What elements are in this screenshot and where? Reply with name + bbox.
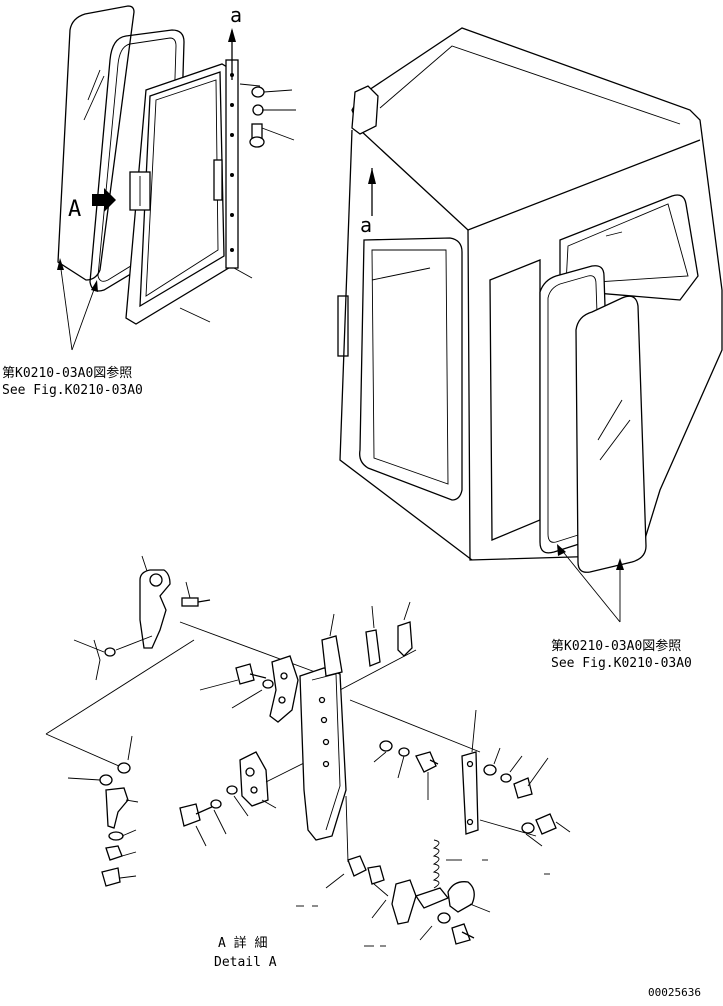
arrow-a-top: a	[228, 3, 242, 80]
detail-nuts	[296, 855, 389, 907]
detail-washers-center	[373, 740, 439, 800]
arrow-a-cab: a	[360, 168, 376, 237]
svg-text:第K0210-03A0図参照: 第K0210-03A0図参照	[551, 638, 681, 654]
svg-text:Detail A: Detail A	[214, 955, 277, 970]
door-hinge-parts	[179, 83, 296, 323]
svg-text:a: a	[230, 3, 242, 27]
detail-hinge-assembly	[73, 555, 211, 681]
svg-text:a: a	[360, 213, 372, 237]
ref-leaders-right	[557, 544, 624, 623]
detail-latch-block	[239, 751, 311, 809]
detail-bolts-bottom	[179, 785, 249, 847]
detail-lower-bracket	[67, 735, 139, 887]
detail-label: A 詳 細 Detail A	[214, 935, 277, 970]
ref-leaders-top-left	[57, 258, 98, 351]
svg-text:A 詳 細: A 詳 細	[218, 935, 267, 951]
detail-spring-latch	[364, 839, 550, 947]
svg-text:A: A	[68, 197, 81, 222]
cab-body	[337, 27, 723, 561]
detail-main-channel	[299, 613, 349, 863]
svg-text:第K0210-03A0図参照: 第K0210-03A0図参照	[2, 365, 132, 381]
detail-clips	[365, 601, 413, 667]
svg-text:See Fig.K0210-03A0: See Fig.K0210-03A0	[551, 656, 692, 671]
detail-striker-plate	[461, 709, 571, 847]
detail-bolts-left	[199, 655, 299, 723]
door-glass-pane	[57, 5, 135, 281]
svg-text:See Fig.K0210-03A0: See Fig.K0210-03A0	[2, 383, 143, 398]
rear-window-glass	[575, 295, 647, 573]
door-frame	[125, 59, 239, 325]
view-arrow-A: A	[68, 188, 116, 222]
ref-note-top-left: 第K0210-03A0図参照 See Fig.K0210-03A0	[2, 365, 143, 398]
ref-note-right: 第K0210-03A0図参照 See Fig.K0210-03A0	[551, 638, 692, 671]
drawing-number: 00025636	[648, 986, 701, 999]
detail-link-lines	[45, 621, 537, 837]
